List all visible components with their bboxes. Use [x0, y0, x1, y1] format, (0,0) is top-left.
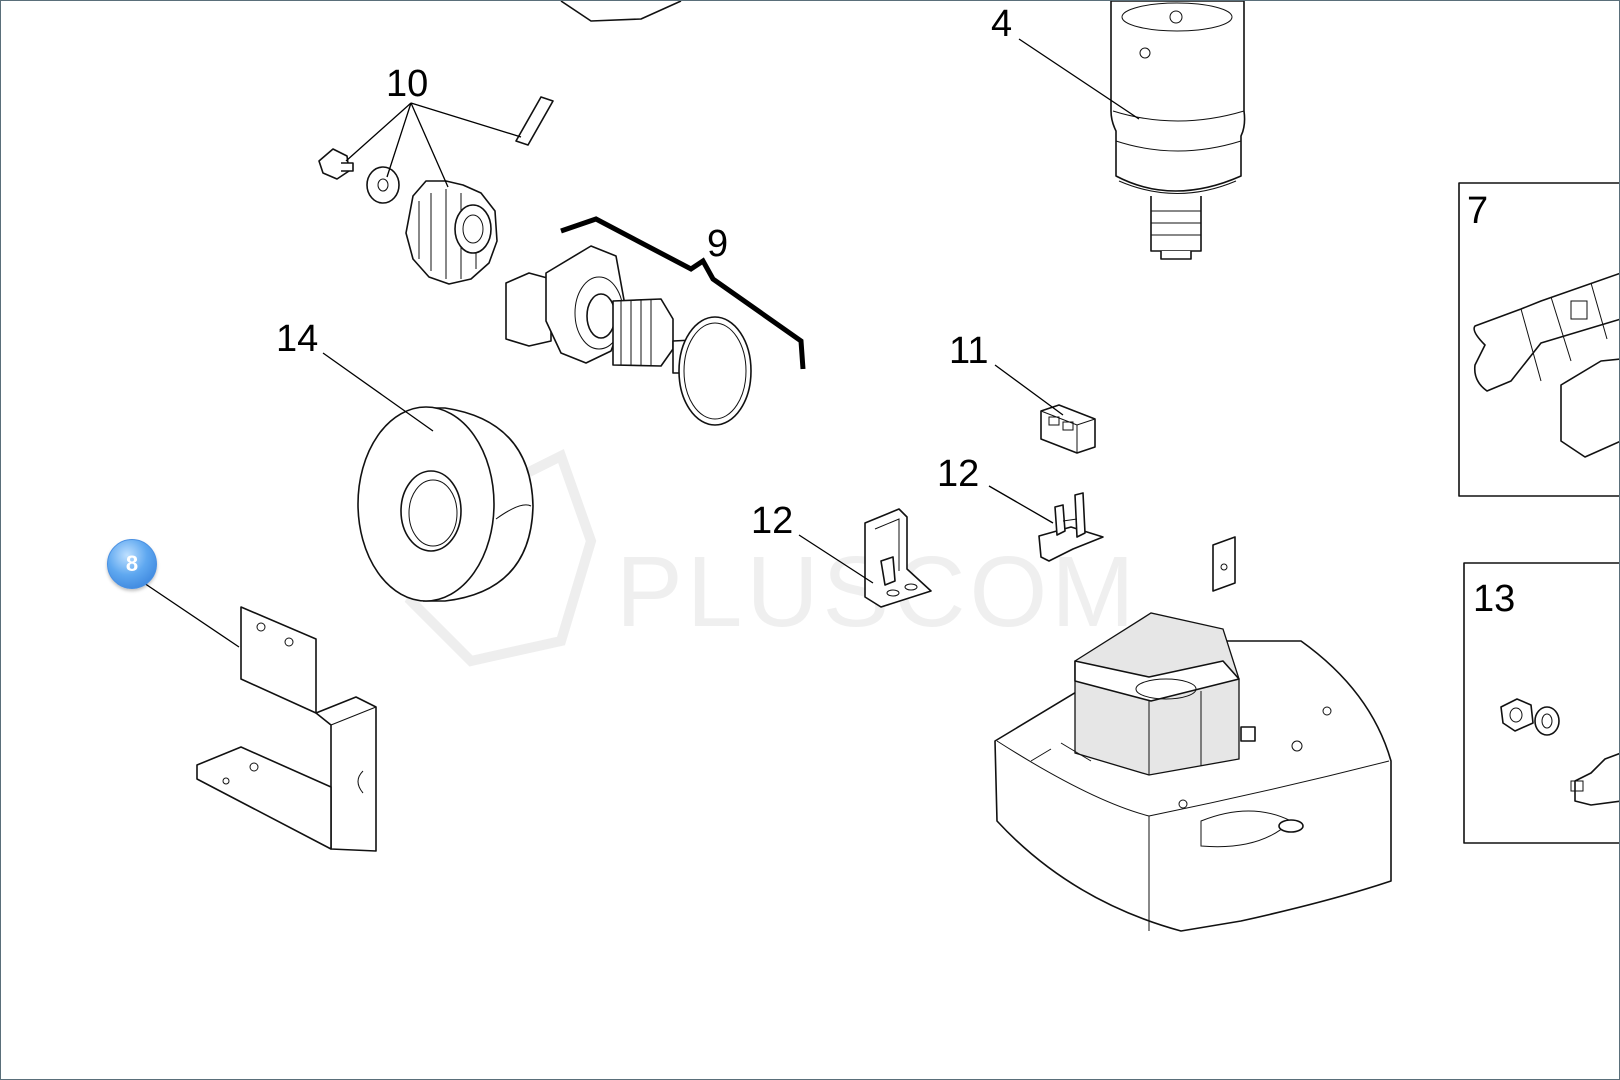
- leader-line-12a: [798, 534, 874, 584]
- callout-label-4[interactable]: 4: [991, 3, 1012, 45]
- bracket-part-12a[interactable]: [864, 508, 932, 608]
- callout-label-14[interactable]: 14: [276, 318, 318, 360]
- clip-part-12b[interactable]: [1038, 492, 1104, 562]
- base-housing-part[interactable]: [994, 612, 1392, 932]
- leader-line-10a: [345, 102, 412, 162]
- callout-label-7[interactable]: 7: [1467, 190, 1488, 232]
- wheel-part[interactable]: [357, 406, 534, 602]
- leader-line-10b: [386, 102, 412, 178]
- callout-label-12b[interactable]: 12: [937, 453, 979, 495]
- inset-box-13[interactable]: [1463, 562, 1620, 844]
- leader-line-12b: [988, 485, 1054, 524]
- gear-kit-part[interactable]: [318, 96, 554, 285]
- leader-line-11: [994, 364, 1064, 416]
- leader-line-10c: [410, 102, 449, 188]
- block-part-11[interactable]: [1040, 404, 1096, 454]
- inset-box-7[interactable]: [1458, 182, 1620, 497]
- callout-label-12a[interactable]: 12: [751, 500, 793, 542]
- leader-line-8: [140, 580, 240, 648]
- leader-line-10d: [410, 102, 522, 138]
- bracket-9: [560, 216, 806, 370]
- callout-label-10[interactable]: 10: [386, 63, 428, 105]
- callout-label-13[interactable]: 13: [1473, 578, 1515, 620]
- bracket-part-8[interactable]: [196, 606, 377, 852]
- callout-label-9[interactable]: 9: [707, 223, 728, 265]
- leader-line-14: [322, 352, 434, 432]
- shaft-assembly-part[interactable]: [505, 245, 752, 426]
- callout-label-11[interactable]: 11: [949, 330, 988, 372]
- motor-part[interactable]: [1110, 1, 1246, 260]
- callout-badge-8[interactable]: 8: [107, 539, 157, 589]
- small-plate[interactable]: [1212, 536, 1236, 592]
- cropped-top-part: [560, 1, 682, 22]
- leader-line-4: [1018, 38, 1140, 120]
